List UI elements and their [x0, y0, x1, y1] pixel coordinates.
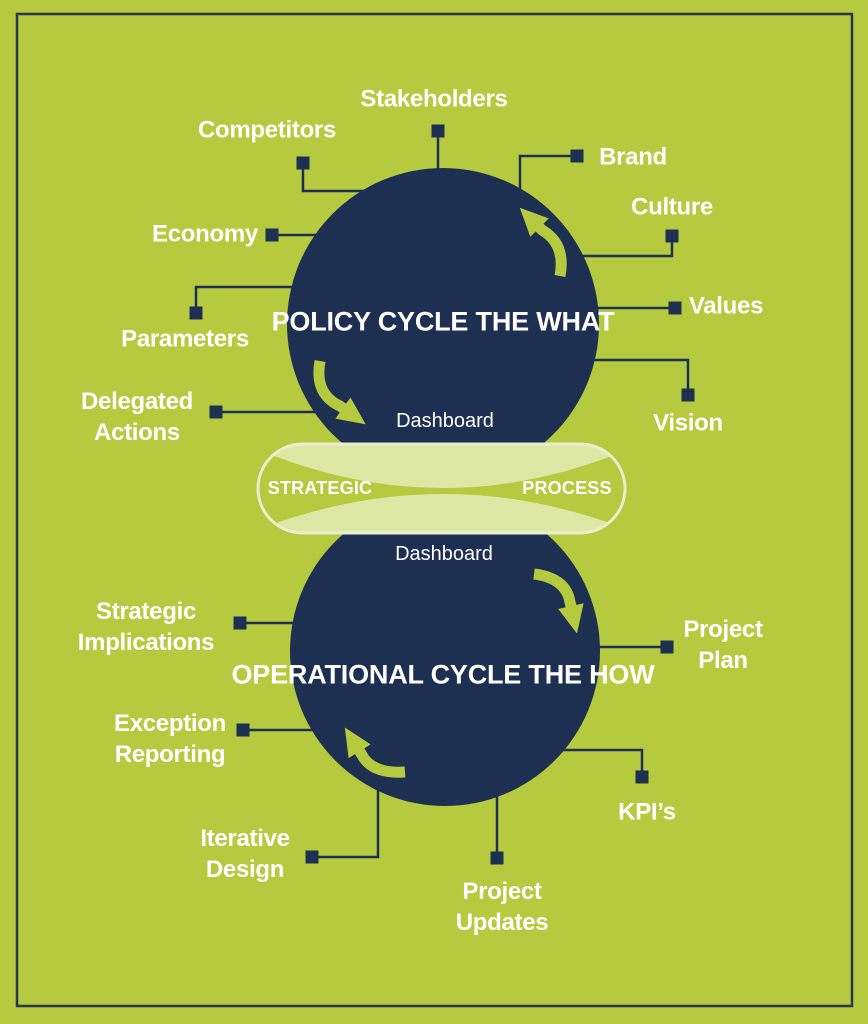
label-values: Values	[688, 292, 764, 320]
operational-dashboard-label: Dashboard	[395, 543, 493, 565]
lower-halo-lens	[258, 494, 625, 533]
operational-cycle-arrow-down-icon	[533, 568, 584, 634]
label-project-updates-line1: Project	[462, 878, 542, 905]
label-delegated-actions-line2: Actions	[94, 419, 180, 446]
operational-cycle-title: OPERATIONAL CYCLE THE HOW	[231, 659, 654, 692]
connector-competitors	[301, 166, 372, 193]
label-strategic-implications: Strategic Implications	[77, 596, 215, 658]
strategic-process-band	[256, 442, 627, 535]
label-exception-reporting-line1: Exception	[114, 710, 226, 737]
policy-cycle-title: POLICY CYCLE THE WHAT	[272, 306, 615, 339]
label-iterative-design: Iterative Design	[200, 823, 290, 885]
operational-cycle-title-line2: THE HOW	[528, 659, 655, 690]
label-project-plan-line2: Plan	[698, 647, 748, 674]
label-iterative-design-line2: Design	[205, 856, 285, 883]
operational-cycle-title-line1: OPERATIONAL CYCLE	[231, 659, 522, 690]
policy-cycle-arrow-down-icon	[313, 360, 366, 425]
square-strategic-implications	[233, 616, 247, 630]
label-project-updates: Project Updates	[456, 876, 549, 938]
square-parameters	[189, 306, 203, 320]
policy-cycle-title-line1: POLICY CYCLE	[271, 306, 469, 337]
connector-parameters	[194, 285, 302, 310]
cycle-arrows	[313, 207, 584, 778]
label-kpis: KPI’s	[618, 798, 676, 826]
label-delegated-actions: Delegated Actions	[81, 386, 193, 448]
label-stakeholders: Stakeholders	[360, 85, 508, 113]
square-values	[668, 301, 682, 315]
connector-culture	[576, 239, 674, 258]
policy-dashboard-label: Dashboard	[396, 410, 494, 432]
label-project-plan-line1: Project	[683, 616, 763, 643]
label-culture: Culture	[631, 193, 713, 221]
label-economy: Economy	[152, 220, 258, 248]
frame-border	[15, 12, 854, 1008]
operational-cycle-arrow-up-icon	[344, 727, 406, 778]
band-label-strategic: STRATEGIC	[267, 478, 373, 498]
label-exception-reporting: Exception Reporting	[114, 708, 226, 770]
square-brand	[570, 149, 584, 163]
label-project-plan: Project Plan	[683, 614, 763, 676]
label-strategic-implications-line1: Strategic	[95, 598, 196, 625]
label-delegated-actions-line1: Delegated	[80, 388, 194, 415]
label-vision: Vision	[653, 409, 723, 437]
square-stakeholders	[431, 124, 445, 138]
connector-kpis	[558, 748, 644, 774]
square-delegated-actions	[209, 405, 223, 419]
band-label-process: PROCESS	[522, 478, 612, 498]
connector-squares	[189, 124, 695, 865]
label-brand: Brand	[599, 143, 667, 171]
upper-halo-lens	[258, 444, 625, 488]
label-parameters: Parameters	[121, 325, 249, 353]
square-kpis	[635, 770, 649, 784]
band-halos	[258, 444, 625, 533]
square-culture	[665, 229, 679, 243]
connector-vision	[588, 358, 690, 392]
square-project-updates	[490, 851, 504, 865]
connector-iterative-design	[315, 786, 380, 859]
square-project-plan	[660, 640, 674, 654]
square-vision	[681, 388, 695, 402]
label-strategic-implications-line2: Implications	[77, 629, 215, 656]
label-competitors: Competitors	[197, 116, 337, 144]
connector-brand	[518, 154, 574, 197]
square-competitors	[296, 156, 310, 170]
label-exception-reporting-line2: Reporting	[114, 741, 226, 768]
square-economy	[265, 228, 279, 242]
square-exception-reporting	[236, 723, 250, 737]
square-iterative-design	[305, 850, 319, 864]
label-iterative-design-line1: Iterative	[200, 825, 290, 852]
connector-lines	[194, 134, 690, 859]
policy-cycle-title-line2: THE WHAT	[475, 306, 615, 337]
policy-cycle-arrow-up-icon	[519, 207, 567, 278]
label-project-updates-line2: Updates	[455, 909, 549, 936]
